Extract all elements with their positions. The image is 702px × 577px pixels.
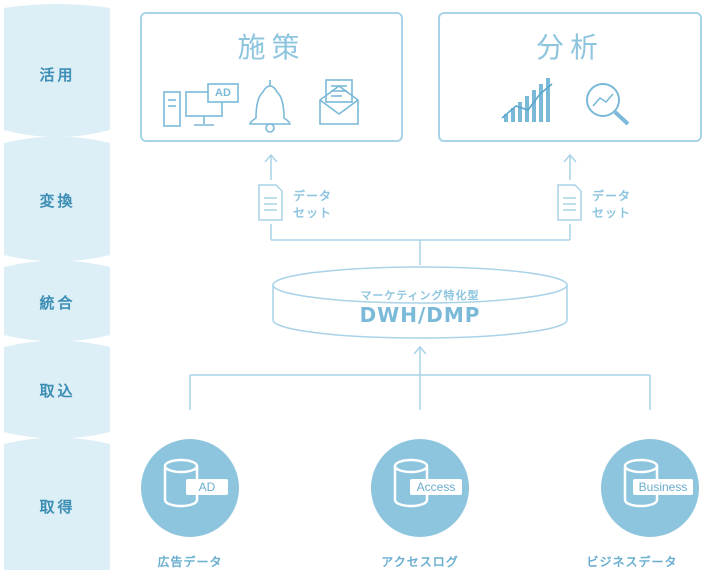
stage-label-tougou: 統合 <box>39 294 76 312</box>
analysis-icons <box>501 78 630 126</box>
stage-label-shutoku: 取得 <box>39 498 76 516</box>
analysis-panel: 分析 <box>438 12 702 142</box>
database-icon <box>163 458 199 508</box>
source-label-ad: 広告データ <box>157 555 223 569</box>
source-tag-ad: AD <box>186 479 228 495</box>
bell-icon <box>249 80 291 133</box>
dwh-cylinder <box>272 266 568 339</box>
source-tag-business: Business <box>633 479 693 495</box>
dwh-caption: マーケティング特化型 <box>360 289 480 302</box>
stage-label-katsuyou: 活用 <box>39 66 76 84</box>
source-tag-access: Access <box>410 479 462 495</box>
measures-panel: 施策 <box>140 12 403 142</box>
analysis-title: 分析 <box>535 31 604 64</box>
stage-band-2 <box>4 136 110 262</box>
measures-icons <box>163 79 359 133</box>
stage-band-4 <box>4 340 110 439</box>
stage-band-1 <box>4 4 110 137</box>
dataset-label-left: データ セット <box>293 189 333 220</box>
stage-band-3 <box>4 260 110 342</box>
stage-band-5 <box>4 437 110 570</box>
source-label-business: ビジネスデータ <box>586 555 678 569</box>
magnifier-chart-icon <box>586 83 630 126</box>
bar-chart-icon <box>501 78 553 122</box>
dataset-label-right: データ セット <box>592 189 632 220</box>
ad-badge: AD <box>211 85 235 101</box>
document-icon <box>258 184 283 221</box>
measures-title: 施策 <box>237 31 306 64</box>
stage-label-henkan: 変換 <box>39 192 76 210</box>
source-label-access: アクセスログ <box>381 555 459 569</box>
computer-ad-icon <box>163 83 239 127</box>
stage-label-torikomi: 取込 <box>39 382 76 400</box>
document-icon <box>557 184 582 221</box>
dwh-title: DWH/DMP <box>359 303 481 327</box>
mail-icon <box>319 79 359 125</box>
